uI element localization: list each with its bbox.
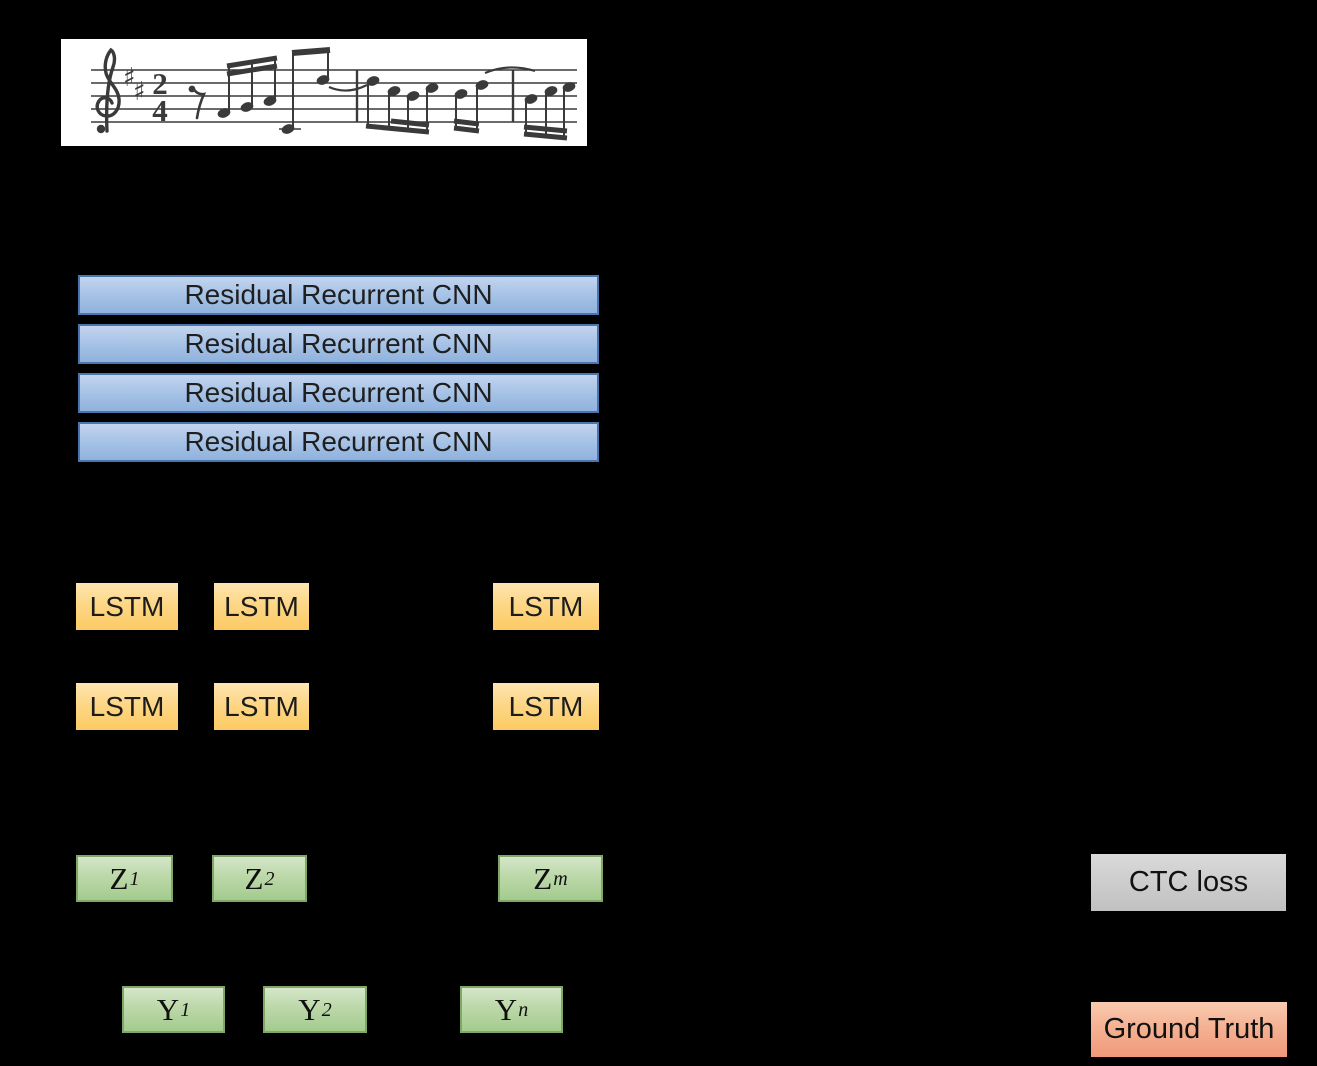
- lstm-box-row1-col3: LSTM: [493, 583, 599, 630]
- lstm-box-row1-col1: LSTM: [76, 583, 178, 630]
- lstm-box-row2-col1: LSTM: [76, 683, 178, 730]
- zm-label: Z: [533, 860, 553, 896]
- rrcnn-box-4: Residual Recurrent CNN: [78, 422, 599, 462]
- rrcnn-box-2: Residual Recurrent CNN: [78, 324, 599, 364]
- rrcnn-box-3: Residual Recurrent CNN: [78, 373, 599, 413]
- svg-text:♯: ♯: [133, 77, 146, 107]
- music-staff-graphic: ♯ ♯ 2 4: [91, 47, 577, 141]
- svg-text:2: 2: [152, 66, 168, 101]
- yn-label: Y: [494, 991, 518, 1027]
- sheet-music-image: ♯ ♯ 2 4: [61, 39, 587, 146]
- z1-label: Z: [109, 860, 129, 896]
- y1-label: Y: [156, 991, 180, 1027]
- ground-truth-box: Ground Truth: [1091, 1002, 1287, 1057]
- lstm-box-row2-col2: LSTM: [214, 683, 309, 730]
- z2-label: Z: [244, 860, 264, 896]
- lstm-box-row2-col3: LSTM: [493, 683, 599, 730]
- y2-label: Y: [298, 991, 321, 1027]
- svg-text:♯: ♯: [123, 63, 136, 93]
- ctc-loss-box: CTC loss: [1091, 854, 1286, 911]
- lstm-box-row1-col2: LSTM: [214, 583, 309, 630]
- svg-text:4: 4: [152, 93, 168, 128]
- rrcnn-box-1: Residual Recurrent CNN: [78, 275, 599, 315]
